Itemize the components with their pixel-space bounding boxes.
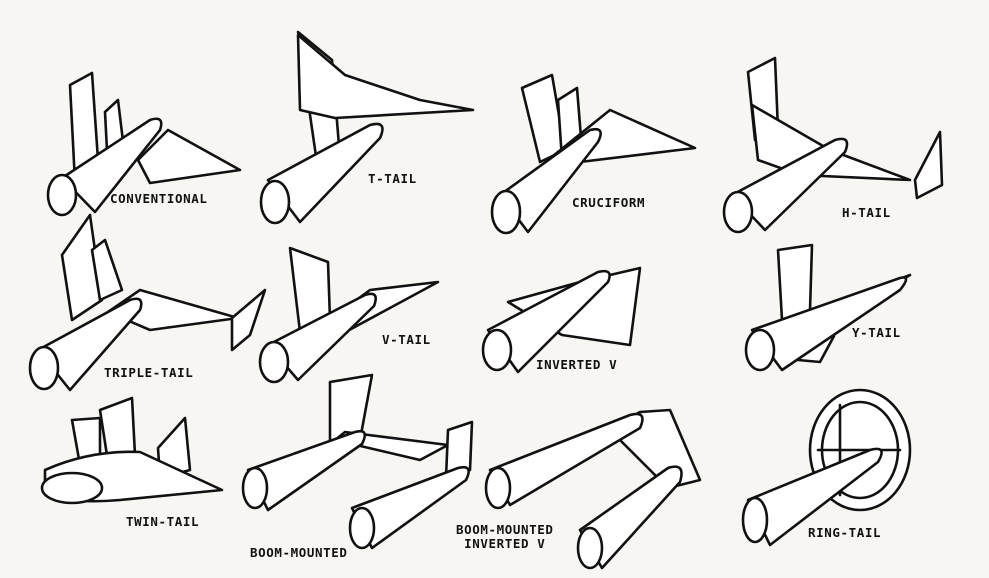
triple-tail-drawing <box>28 213 267 392</box>
label-t-tail: T-TAIL <box>368 171 417 186</box>
t-tail-drawing <box>259 30 475 225</box>
label-boom-mounted-inverted-v-line2: INVERTED V <box>464 536 546 551</box>
label-ring-tail: RING-TAIL <box>808 525 882 540</box>
boom-mounted-tail-drawing <box>241 373 474 550</box>
label-twin-tail: TWIN-TAIL <box>126 514 200 529</box>
label-cruciform: CRUCIFORM <box>572 195 646 210</box>
y-tail-drawing <box>744 243 912 372</box>
cruciform-tail-drawing <box>490 73 697 235</box>
boom-mounted-inverted-v-tail-drawing <box>484 408 702 570</box>
inverted-v-tail-drawing <box>481 266 642 374</box>
label-inverted-v: INVERTED V <box>536 357 618 372</box>
twin-tail-drawing <box>40 396 224 505</box>
ring-tail-drawing <box>741 388 912 547</box>
label-conventional: CONVENTIONAL <box>110 191 208 206</box>
label-h-tail: H-TAIL <box>842 205 891 220</box>
conventional-tail-drawing <box>46 71 242 217</box>
label-v-tail: V-TAIL <box>382 332 431 347</box>
h-tail-drawing <box>722 56 944 234</box>
label-boom-mounted-inverted-v: BOOM-MOUNTED INVERTED V <box>456 523 554 551</box>
label-y-tail: Y-TAIL <box>852 325 901 340</box>
v-tail-drawing <box>258 246 440 384</box>
label-triple-tail: TRIPLE-TAIL <box>104 365 194 380</box>
label-boom-mounted-inverted-v-line1: BOOM-MOUNTED <box>456 522 554 537</box>
label-boom-mounted: BOOM-MOUNTED <box>250 545 348 560</box>
